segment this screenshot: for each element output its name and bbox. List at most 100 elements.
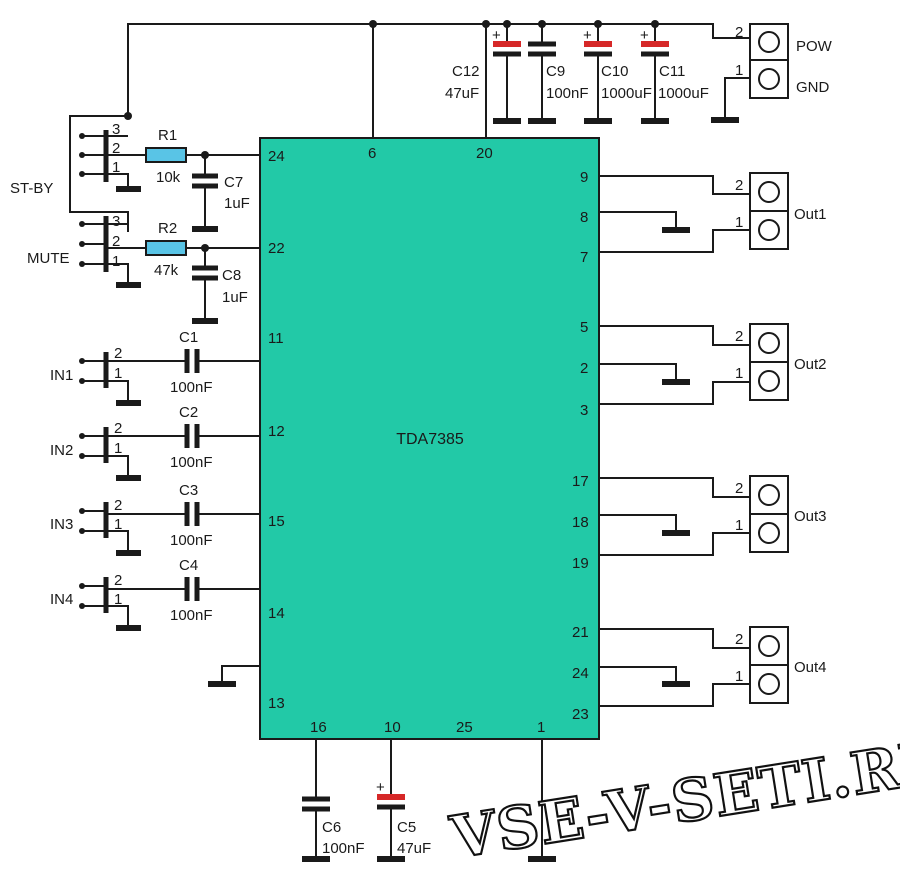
capacitor-c10: + C10 1000uF [583,27,652,124]
junction-dot [503,20,511,28]
pin-13: 13 [268,695,285,712]
out2-pin-2: 2 [735,328,743,345]
out3-pin-1: 1 [735,517,743,534]
r2-value: 47k [154,262,179,279]
pin-5: 5 [580,319,588,336]
pin-17: 17 [572,473,589,490]
stby-label: ST-BY [10,180,53,197]
pin-24-left: 24 [268,148,285,165]
in3-pin-1: 1 [114,516,122,533]
c7-value: 1uF [224,195,250,212]
input-in4: 2 1 IN4 C4 100nF [50,557,260,631]
out1-pin-2: 2 [735,177,743,194]
c8-name: C8 [222,267,241,284]
pin-22: 22 [268,240,285,257]
capacitor-c11: + C11 1000uF [640,27,709,124]
out4-pin-1: 1 [735,668,743,685]
pin-1-ground [528,739,556,862]
pin-10: 10 [384,719,401,736]
c6-value: 100nF [322,840,365,857]
input-in3: 2 1 IN3 C3 100nF [50,482,260,556]
c8-value: 1uF [222,289,248,306]
resistor-r2 [145,240,187,256]
watermark: VSE-V-SETI.RU [446,726,900,872]
output-out4: 2 1 Out4 [599,626,827,707]
in1-pin-2: 2 [114,345,122,362]
junction-dot [482,20,490,28]
stby-connector: 3 2 1 ST-BY [10,115,141,232]
pin-24-right: 24 [572,665,589,682]
pin-8: 8 [580,209,588,226]
c12-name: C12 [452,63,480,80]
supply-rail [124,20,750,138]
output-out1: 2 1 Out1 [599,172,827,253]
input-in2: 2 1 IN2 C2 100nF [50,404,260,481]
plus-sign: + [640,27,649,44]
c11-value: 1000uF [658,85,709,102]
pin-21: 21 [572,624,589,641]
c5-name: C5 [397,819,416,836]
plus-sign: + [492,27,501,44]
in1-pin-1: 1 [114,365,122,382]
plus-sign: + [376,779,385,796]
out3-pin-2: 2 [735,480,743,497]
junction-dot [538,20,546,28]
c4-name: C4 [179,557,198,574]
out1-label: Out1 [794,206,827,223]
out4-label: Out4 [794,659,827,676]
pin-19: 19 [572,555,589,572]
capacitor-c5: + C5 47uF [376,739,431,862]
mute-connector: 3 2 1 MUTE [27,213,141,288]
mute-pin-1: 1 [112,253,120,270]
pin-7: 7 [580,249,588,266]
mute-label: MUTE [27,250,70,267]
pin-13-ground [208,665,260,687]
stby-pin-3: 3 [112,121,120,138]
pin-14: 14 [268,605,285,622]
c1-name: C1 [179,329,198,346]
pin-15: 15 [268,513,285,530]
c1-value: 100nF [170,379,213,396]
stby-pin-2: 2 [112,140,120,157]
chip-body [259,137,600,740]
junction-dot [369,20,377,28]
out1-pin-1: 1 [735,214,743,231]
pow-pin-1: 1 [735,62,743,79]
c2-value: 100nF [170,454,213,471]
power-connector: 2 1 POW GND [711,23,833,123]
pow-label: POW [796,38,833,55]
in4-pin-2: 2 [114,572,122,589]
capacitor-c9: C9 100nF [528,41,589,124]
plus-sign: + [583,27,592,44]
resistor-r1 [145,147,187,163]
c4-value: 100nF [170,607,213,624]
in2-pin-1: 1 [114,440,122,457]
out3-label: Out3 [794,508,827,525]
capacitor-c7: C7 1uF [192,155,250,232]
c9-name: C9 [546,63,565,80]
capacitor-c6: C6 100nF [302,739,365,862]
in3-pin-2: 2 [114,497,122,514]
in4-pin-1: 1 [114,591,122,608]
c3-name: C3 [179,482,198,499]
c11-name: C11 [659,63,685,80]
c10-name: C10 [601,63,629,80]
out2-label: Out2 [794,356,827,373]
junction-dot [594,20,602,28]
mute-pin-2: 2 [112,233,120,250]
c9-value: 100nF [546,85,589,102]
pow-pin-2: 2 [735,24,743,41]
in1-label: IN1 [50,367,73,384]
stby-pin-1: 1 [112,159,120,176]
input-in1: 2 1 IN1 C1 100nF [50,329,260,406]
c12-value: 47uF [445,85,479,102]
pin-6: 6 [368,145,376,162]
pin-1: 1 [537,719,545,736]
in2-label: IN2 [50,442,73,459]
capacitor-c8: C8 1uF [192,248,248,324]
chip-name: TDA7385 [396,431,464,448]
c3-value: 100nF [170,532,213,549]
output-out2: 2 1 Out2 [599,323,827,405]
r2-name: R2 [158,220,177,237]
